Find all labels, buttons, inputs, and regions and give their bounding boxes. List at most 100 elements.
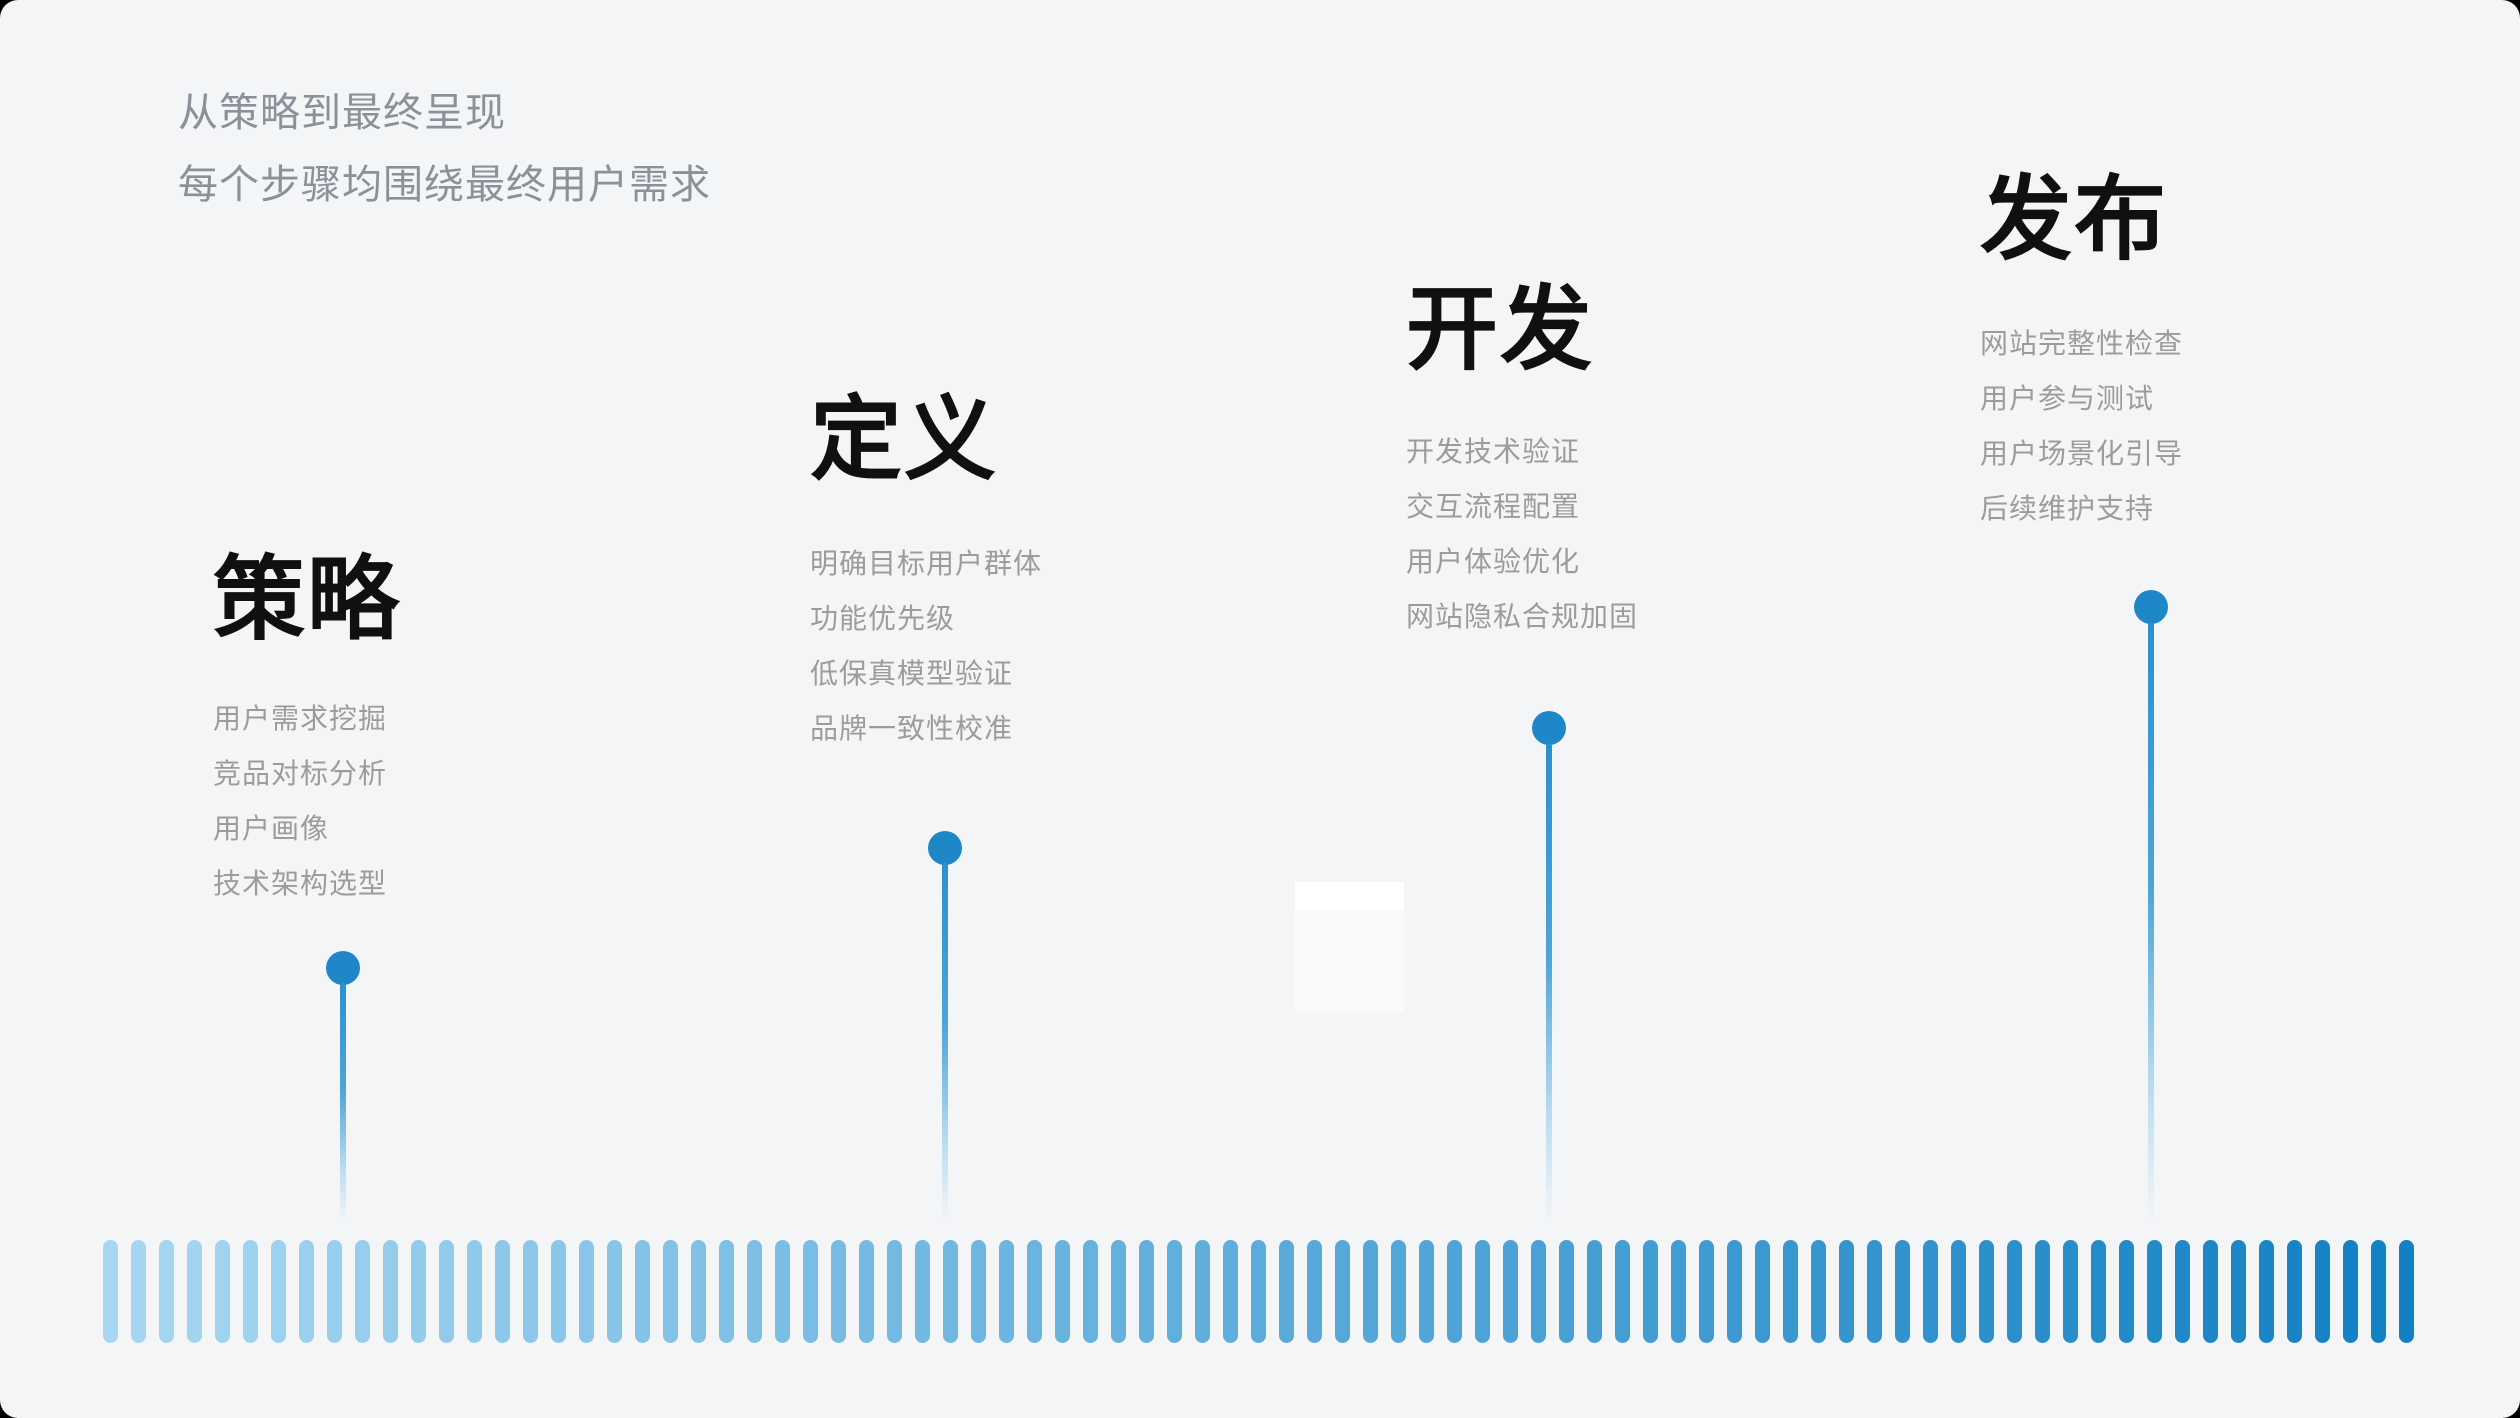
stage-develop: 开发 开发技术验证 交互流程配置 用户体验优化 网站隐私合规加固 (1406, 279, 1637, 632)
milestone-dot-define (928, 831, 962, 865)
timeline-bar (103, 1240, 118, 1343)
timeline-bar (1839, 1240, 1854, 1343)
milestone-line-define (942, 863, 948, 1222)
stage-item: 明确目标用户群体 (810, 548, 1043, 579)
timeline-bar (243, 1240, 258, 1343)
milestone-line-strategy (340, 983, 346, 1222)
stage-item: 品牌一致性校准 (810, 713, 1014, 744)
timeline-bar (383, 1240, 398, 1343)
timeline-bar (1335, 1240, 1350, 1343)
timeline-bar (691, 1240, 706, 1343)
milestone-dot-launch (2134, 590, 2168, 624)
stage-item: 用户需求挖掘 (213, 703, 388, 734)
timeline-bar (1587, 1240, 1602, 1343)
watermark-patch-bottom (1295, 910, 1404, 1013)
stage-item-list: 开发技术验证 交互流程配置 用户体验优化 网站隐私合规加固 (1406, 424, 1638, 644)
timeline-bar (1979, 1240, 1994, 1343)
stage-item: 后续维护支持 (1980, 493, 2155, 524)
milestone-line-develop (1546, 743, 1552, 1222)
timeline-bar (2203, 1240, 2218, 1343)
timeline-bar (439, 1240, 454, 1343)
timeline-bar (1167, 1240, 1182, 1343)
timeline-bar (327, 1240, 342, 1343)
milestone-dot-strategy (326, 951, 360, 985)
stage-item: 网站完整性检查 (1980, 328, 2184, 359)
timeline-bar (1895, 1240, 1910, 1343)
stage-item: 用户体验优化 (1406, 546, 1581, 577)
timeline-bar (1699, 1240, 1714, 1343)
timeline-bar (1643, 1240, 1658, 1343)
timeline-bar (2175, 1240, 2190, 1343)
timeline-bar (551, 1240, 566, 1343)
stage-item: 用户画像 (213, 813, 330, 844)
stage-strategy: 策略 用户需求挖掘 竞品对标分析 用户画像 技术架构选型 (213, 549, 402, 899)
header-subtitle-line2: 每个步骤均围绕最终用户需求 (178, 163, 711, 207)
timeline-bar (1755, 1240, 1770, 1343)
timeline-bar (2399, 1240, 2414, 1343)
timeline-bar (1027, 1240, 1042, 1343)
timeline-bar (1223, 1240, 1238, 1343)
stage-title-define: 定义 (810, 389, 999, 491)
timeline-bar (607, 1240, 622, 1343)
timeline-bar (1195, 1240, 1210, 1343)
timeline-bar (2371, 1240, 2386, 1343)
timeline-bar (2147, 1240, 2162, 1343)
timeline-bar (1727, 1240, 1742, 1343)
timeline-bar (523, 1240, 538, 1343)
timeline-bar (2287, 1240, 2302, 1343)
timeline-bar (159, 1240, 174, 1343)
stage-item: 开发技术验证 (1406, 436, 1581, 467)
timeline-bar (971, 1240, 986, 1343)
stage-item: 网站隐私合规加固 (1406, 601, 1639, 632)
timeline-bar (2119, 1240, 2134, 1343)
timeline-bar (2259, 1240, 2274, 1343)
timeline-bar (1531, 1240, 1546, 1343)
page-header: 从策略到最终呈现 每个步骤均围绕最终用户需求 (178, 77, 711, 221)
stage-item: 用户场景化引导 (1980, 438, 2184, 469)
timeline-bar (719, 1240, 734, 1343)
timeline-bar (1559, 1240, 1574, 1343)
timeline-bar (663, 1240, 678, 1343)
stage-title-develop: 开发 (1406, 279, 1595, 381)
timeline-bar (635, 1240, 650, 1343)
timeline-bar (579, 1240, 594, 1343)
milestone-dot-develop (1532, 711, 1566, 745)
timeline-bar (187, 1240, 202, 1343)
timeline-bar (215, 1240, 230, 1343)
timeline-bar (1475, 1240, 1490, 1343)
timeline-bar (2063, 1240, 2078, 1343)
stage-item-list: 网站完整性检查 用户参与测试 用户场景化引导 后续维护支持 (1980, 316, 2183, 536)
timeline-bar (2007, 1240, 2022, 1343)
timeline-bar (2343, 1240, 2358, 1343)
timeline-bar (1615, 1240, 1630, 1343)
stage-item-list: 明确目标用户群体 功能优先级 低保真模型验证 品牌一致性校准 (810, 536, 1042, 756)
timeline-bar (1503, 1240, 1518, 1343)
timeline-bar (299, 1240, 314, 1343)
milestone-line-launch (2148, 622, 2154, 1222)
timeline-bar (1251, 1240, 1266, 1343)
timeline-bar (1419, 1240, 1434, 1343)
stage-launch: 发布 网站完整性检查 用户参与测试 用户场景化引导 后续维护支持 (1980, 170, 2182, 524)
timeline-bar (467, 1240, 482, 1343)
timeline-bar (1867, 1240, 1882, 1343)
timeline-bar (131, 1240, 146, 1343)
stage-item-list: 用户需求挖掘 竞品对标分析 用户画像 技术架构选型 (213, 691, 387, 911)
timeline-bar (1783, 1240, 1798, 1343)
stage-title-strategy: 策略 (213, 549, 402, 651)
timeline-bar (1811, 1240, 1826, 1343)
header-subtitle-line1: 从策略到最终呈现 (178, 91, 506, 135)
timeline-bar (2091, 1240, 2106, 1343)
timeline-bar (1055, 1240, 1070, 1343)
timeline-bar (495, 1240, 510, 1343)
timeline-bar (859, 1240, 874, 1343)
timeline-bar (1391, 1240, 1406, 1343)
watermark-patch-top (1295, 882, 1404, 910)
timeline-bar (1083, 1240, 1098, 1343)
stage-item: 用户参与测试 (1980, 383, 2155, 414)
watermark-patch (1295, 882, 1404, 1013)
timeline-bar (747, 1240, 762, 1343)
timeline-bar (1447, 1240, 1462, 1343)
timeline-bar (1307, 1240, 1322, 1343)
timeline-bar (831, 1240, 846, 1343)
